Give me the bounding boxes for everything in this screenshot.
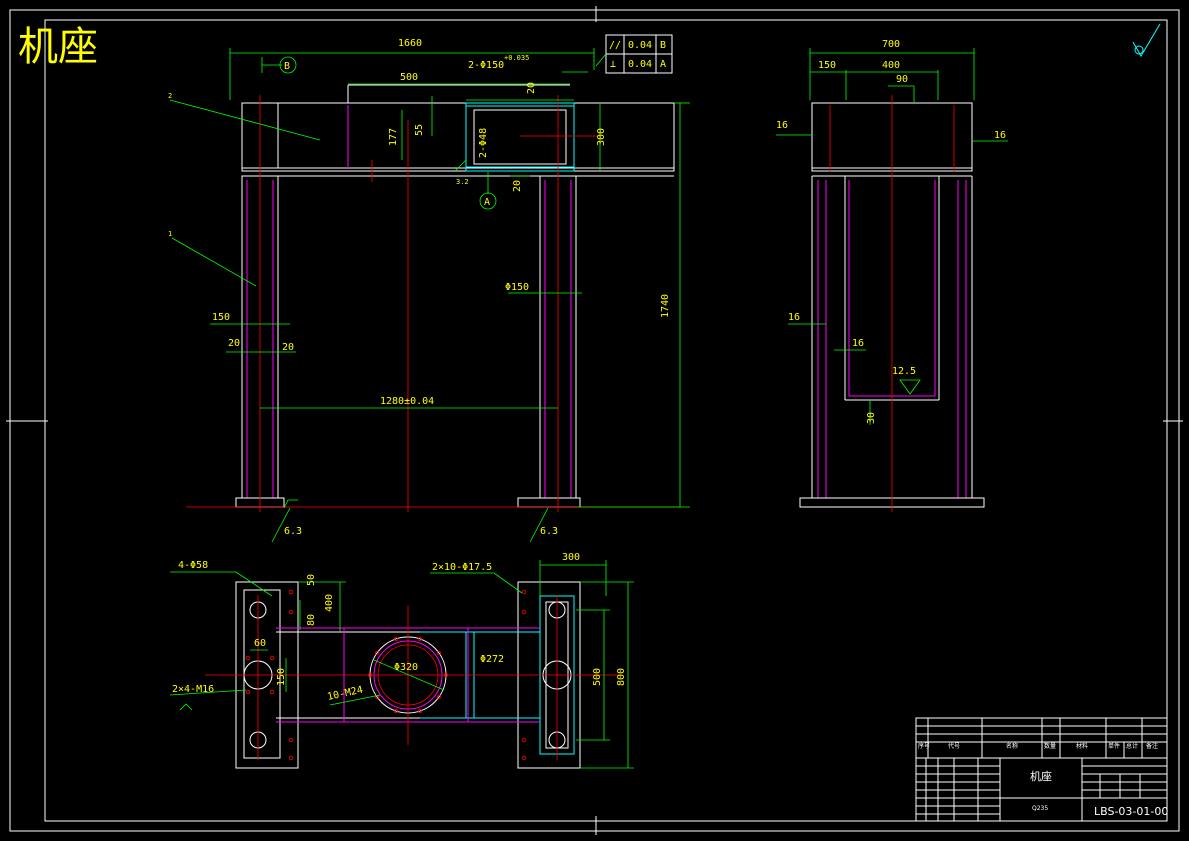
tol-row2-value: 0.04 — [628, 59, 652, 70]
roughness-general-icon — [1132, 23, 1161, 57]
side-dim-30: 30 — [866, 412, 877, 424]
leader-label-1: 1 — [168, 230, 172, 238]
side-view: 700 150 400 90 16 16 16 16 12.5 30 — [776, 39, 1008, 512]
top-view: 4-Φ58 50 400 80 60 150 2×4-M16 10-M24 Φ3… — [169, 552, 634, 769]
tol-row1-symbol: // — [609, 40, 621, 51]
tb-header-no: 序号 — [918, 742, 930, 750]
datum-b-label: B — [284, 61, 290, 72]
leader-label-2: 2 — [168, 92, 172, 100]
top-dim-80: 80 — [306, 614, 317, 626]
dim-tube-spec: 2-Φ150 — [468, 60, 504, 71]
dim-300: 300 — [596, 128, 607, 146]
top-bore-2: Φ272 — [480, 654, 504, 665]
dim-column-dia: Φ150 — [505, 282, 529, 293]
side-thick-right-top: 16 — [994, 130, 1006, 141]
top-dim-800: 800 — [616, 668, 627, 686]
tb-header-name: 名称 — [1006, 742, 1018, 750]
datum-a-label: A — [484, 197, 490, 208]
dim-55: 55 — [414, 124, 425, 136]
tol-row2-datum: A — [660, 59, 666, 70]
dim-177: 177 — [388, 128, 399, 146]
side-thick-left-mid: 16 — [788, 312, 800, 323]
weld-mark: 3.2 — [456, 178, 469, 186]
dim-top-width: 500 — [400, 72, 418, 83]
tol-row2-symbol: ⊥ — [610, 59, 616, 70]
dim-150-left: 150 — [212, 312, 230, 323]
top-holes-4: 4-Φ58 — [178, 560, 208, 571]
tb-material: Q235 — [1032, 805, 1048, 812]
tb-drawing-no: LBS-03-01-00 — [1094, 805, 1168, 818]
side-dim-90: 90 — [896, 74, 908, 85]
roughness-1: 6.3 — [284, 526, 302, 537]
tol-row1-value: 0.04 — [628, 40, 652, 51]
front-view: 1660 2-Φ150 +0.035 500 55 177 2-Φ48 300 … — [168, 38, 690, 543]
roughness-2: 6.3 — [540, 526, 558, 537]
side-dim-150: 150 — [818, 60, 836, 71]
dim-overall-width: 1660 — [398, 38, 422, 49]
dim-20-b: 20 — [228, 338, 240, 349]
dim-20-top: 20 — [526, 82, 537, 94]
dim-1740: 1740 — [660, 294, 671, 318]
tb-header-total: 总计 — [1126, 742, 1138, 750]
top-dim-50: 50 — [306, 574, 317, 586]
title-block: 序号 代号 名称 数量 材料 单件 总计 备注 机座 Q235 LBS-03-0… — [915, 717, 1168, 822]
side-thick-inner: 16 — [852, 338, 864, 349]
tb-header-code: 代号 — [948, 742, 960, 750]
top-bore: Φ320 — [394, 662, 418, 673]
side-dim-12-5: 12.5 — [892, 366, 916, 377]
drawing-title: 机座 — [18, 24, 98, 70]
dim-hole-spec: 2-Φ48 — [478, 128, 489, 158]
top-threads: 2×4-M16 — [172, 684, 214, 695]
top-bolt-pattern: 10-M24 — [326, 685, 364, 703]
tb-part-name: 机座 — [1030, 769, 1052, 783]
top-dim-60: 60 — [254, 638, 266, 649]
side-dim-400: 400 — [882, 60, 900, 71]
tb-header-material: 材料 — [1076, 742, 1088, 750]
top-dim-500: 500 — [592, 668, 603, 686]
tb-header-qty: 数量 — [1044, 742, 1056, 750]
side-thick-left-top: 16 — [776, 120, 788, 131]
top-dim-300: 300 — [562, 552, 580, 563]
top-dim-150: 150 — [276, 668, 287, 686]
tb-header-unit: 单件 — [1108, 742, 1120, 750]
dim-tube-tol: +0.035 — [504, 54, 529, 62]
dim-20-a: 20 — [512, 180, 523, 192]
tb-header-remark: 备注 — [1146, 742, 1158, 750]
dim-20-c: 20 — [282, 342, 294, 353]
top-dim-400: 400 — [324, 594, 335, 612]
top-holes-2: 2×10-Φ17.5 — [432, 562, 492, 573]
tolerance-frame: // 0.04 B ⊥ 0.04 A — [595, 34, 673, 74]
side-dim-width: 700 — [882, 39, 900, 50]
tol-row1-datum: B — [660, 40, 666, 51]
dim-span: 1280±0.04 — [380, 396, 434, 407]
